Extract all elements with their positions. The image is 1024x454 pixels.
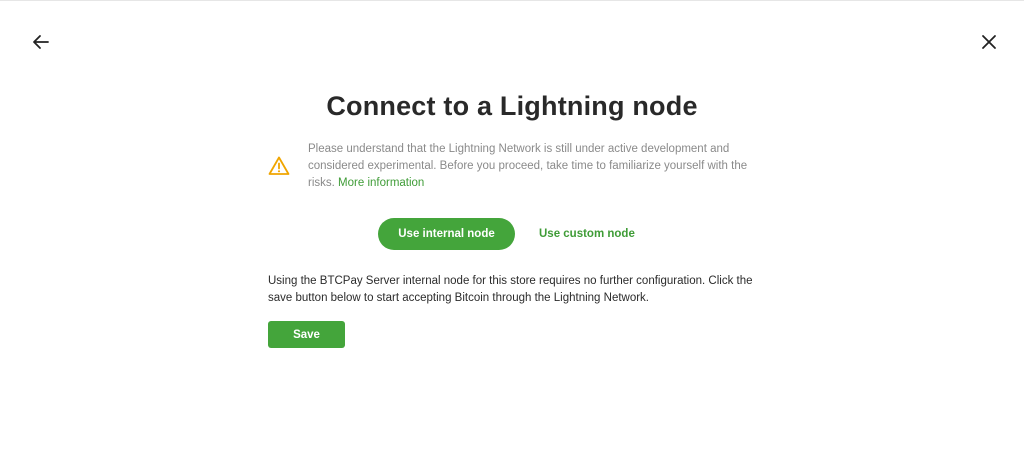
close-button[interactable] [976,29,1002,55]
use-custom-node-button[interactable]: Use custom node [539,228,635,240]
more-information-link[interactable]: More information [338,177,425,189]
back-button[interactable] [28,29,54,55]
experimental-warning: Please understand that the Lightning Net… [268,141,758,192]
use-internal-node-button[interactable]: Use internal node [378,218,515,250]
warning-text: Please understand that the Lightning Net… [308,141,758,192]
warning-message: Please understand that the Lightning Net… [308,143,748,189]
save-button[interactable]: Save [268,321,345,348]
arrow-left-icon [33,35,49,49]
node-type-selector: Use internal node Use custom node [378,218,635,250]
page-title: Connect to a Lightning node [326,91,698,121]
internal-node-description: Using the BTCPay Server internal node fo… [268,275,753,304]
warning-triangle-icon [268,156,290,175]
close-icon [982,35,996,49]
